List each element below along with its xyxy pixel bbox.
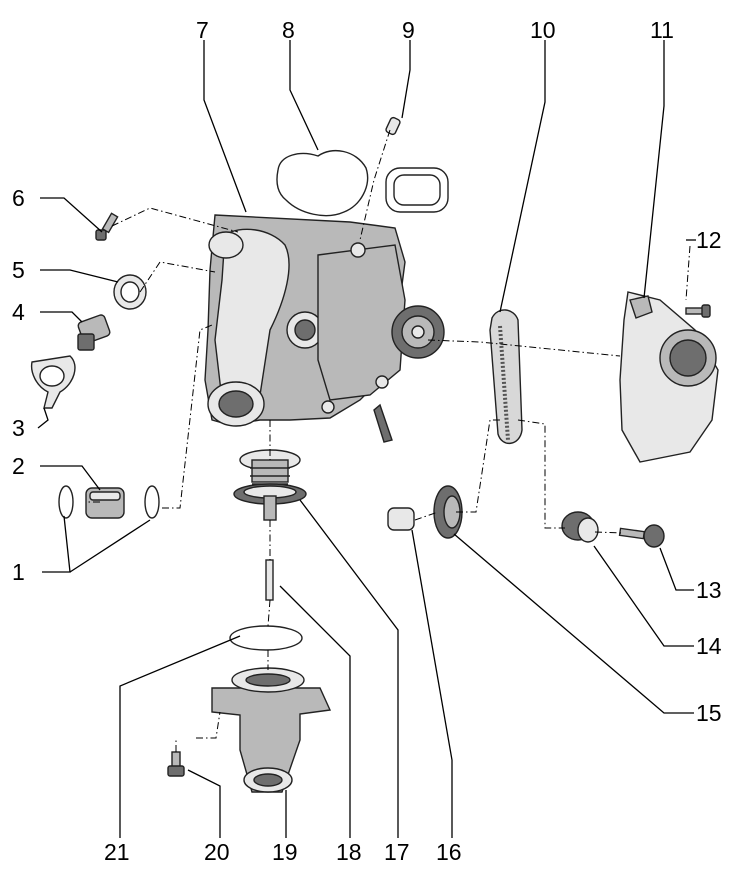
part-8-gasket [276,149,449,217]
callout-11: 11 [650,17,674,43]
part-13-bolt [618,524,665,548]
callout-12: 12 [696,227,722,253]
part-10-toothed-belt [489,309,523,444]
part-17-thermostat [233,449,307,521]
callout-13: 13 [696,577,722,603]
leader-lines [37,40,696,838]
callout-4: 4 [12,299,25,325]
part-6-bolt [95,212,119,241]
centre-lines [86,129,691,752]
callout-labels: 1 2 3 4 5 6 7 8 9 10 11 12 13 14 15 16 1… [12,17,722,865]
callout-15: 15 [696,700,722,726]
part-2-connector [85,487,125,519]
callout-10: 10 [530,17,556,43]
part-16-sleeve [387,507,415,531]
callout-5: 5 [12,257,25,283]
part-11-cover [619,291,719,463]
callout-3: 3 [12,415,25,441]
part-9-pin [385,116,401,136]
part-21-seal-ring [229,625,303,651]
callout-18: 18 [336,839,362,865]
callout-2: 2 [12,453,25,479]
callout-7: 7 [196,17,209,43]
part-14-pulley [561,511,599,543]
part-18-pin [265,559,274,601]
callout-8: 8 [282,17,295,43]
part-3-clip [30,355,76,409]
callout-19: 19 [272,839,298,865]
callout-17: 17 [384,839,410,865]
part-5-seal [113,274,147,310]
part-19-outlet [211,667,332,793]
callout-6: 6 [12,185,25,211]
callout-21: 21 [104,839,130,865]
callout-20: 20 [204,839,230,865]
part-1-o-rings [58,485,160,519]
part-7-housing [204,214,445,443]
part-4-sender [77,314,111,351]
part-20-bolt [167,751,185,777]
callout-1: 1 [12,559,25,585]
callout-9: 9 [402,17,415,43]
callout-16: 16 [436,839,462,865]
callout-14: 14 [696,633,722,659]
part-12-screw [685,304,711,318]
